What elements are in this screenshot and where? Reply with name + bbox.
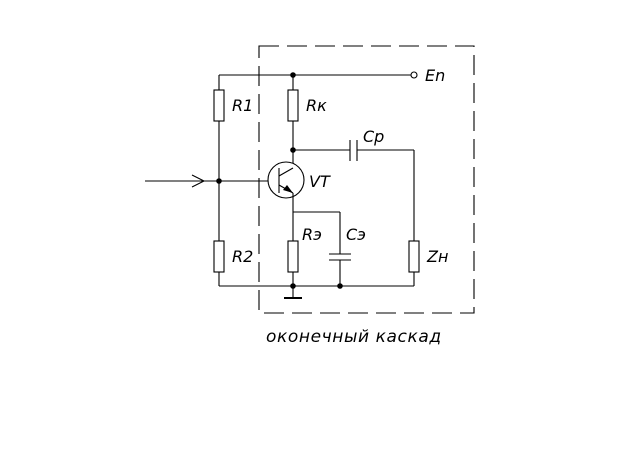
supply-junction [290, 72, 296, 78]
base-junction [216, 178, 222, 184]
r2-label: R2 [232, 247, 253, 266]
stage-caption: оконечный каскад [266, 327, 442, 347]
input-arrow-icon [191, 174, 206, 188]
supply-label: En [425, 66, 445, 85]
output-stage-boundary [258, 45, 475, 314]
ce-ground-junction [337, 283, 343, 289]
resistor-rk [287, 89, 299, 122]
load-zn [408, 240, 420, 273]
rk-label: Rк [306, 96, 327, 115]
transistor-vt-icon [267, 161, 305, 199]
supply-terminal [410, 71, 418, 79]
zn-label: Zн [426, 247, 448, 266]
r1-label: R1 [232, 96, 253, 115]
resistor-r2 [213, 240, 225, 273]
cp-label: Cр [363, 127, 384, 146]
ce-label: Cэ [346, 225, 366, 244]
vt-label: VT [309, 172, 331, 191]
re-label: Rэ [302, 225, 322, 244]
resistor-r1 [213, 89, 225, 122]
resistor-re [287, 240, 299, 273]
